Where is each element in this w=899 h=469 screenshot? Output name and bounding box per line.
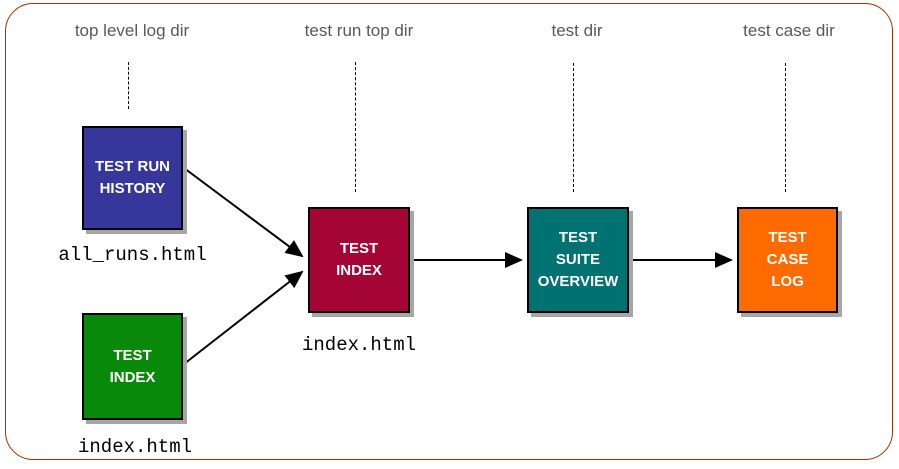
node-test-run-history: TEST RUN HISTORY (82, 126, 183, 230)
arrow-index-bottom-to-index (183, 270, 304, 365)
dashed-connector-test-run-top-dir (355, 62, 356, 192)
dashed-connector-test-dir (573, 63, 574, 192)
column-label-test-run-top-dir: test run top dir (304, 21, 414, 40)
dashed-connector-test-case-dir (785, 63, 786, 192)
node-test-index-bottom-label: TEST INDEX (109, 346, 156, 386)
node-test-suite-overview: TEST SUITE OVERVIEW (527, 207, 629, 313)
node-test-run-history-label: TEST RUN HISTORY (95, 158, 170, 197)
file-label-index-html-run: index.html (301, 334, 417, 356)
dashed-connector-top-level-log-dir (128, 62, 129, 109)
node-test-case-log: TEST CASE LOG (737, 207, 838, 313)
arrow-history-to-index (183, 167, 304, 258)
file-label-all-runs-html: all_runs.html (58, 244, 207, 266)
column-label-test-dir: test dir (551, 21, 603, 40)
file-label-index-html-bottom: index.html (77, 436, 193, 458)
node-test-index-run-label: TEST INDEX (336, 240, 382, 279)
node-test-index-run: TEST INDEX (308, 207, 410, 313)
column-label-top-level-log-dir: top level log dir (74, 21, 190, 40)
node-test-index-bottom: TEST INDEX (82, 313, 183, 420)
node-test-suite-overview-label: TEST SUITE OVERVIEW (537, 229, 619, 290)
column-label-test-case-dir: test case dir (743, 21, 835, 40)
node-test-case-log-label: TEST CASE LOG (766, 229, 809, 290)
